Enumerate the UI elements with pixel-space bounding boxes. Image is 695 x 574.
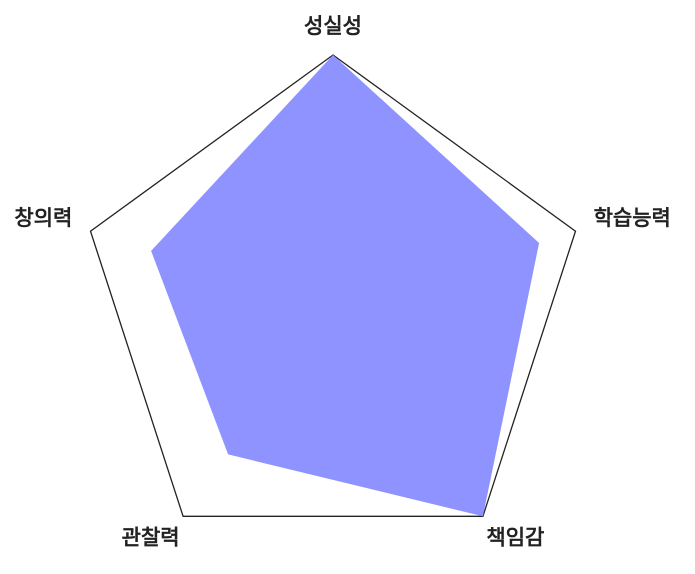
radar-outline — [89, 54, 577, 517]
radar-data-area — [151, 55, 540, 517]
axis-label-1: 성실성 — [304, 14, 362, 38]
axis-label-4: 관찰력 — [122, 526, 180, 550]
axis-label-2: 학습능력 — [594, 206, 671, 230]
axis-label-5: 창의력 — [14, 206, 72, 230]
axis-label-3: 책임감 — [486, 526, 544, 550]
